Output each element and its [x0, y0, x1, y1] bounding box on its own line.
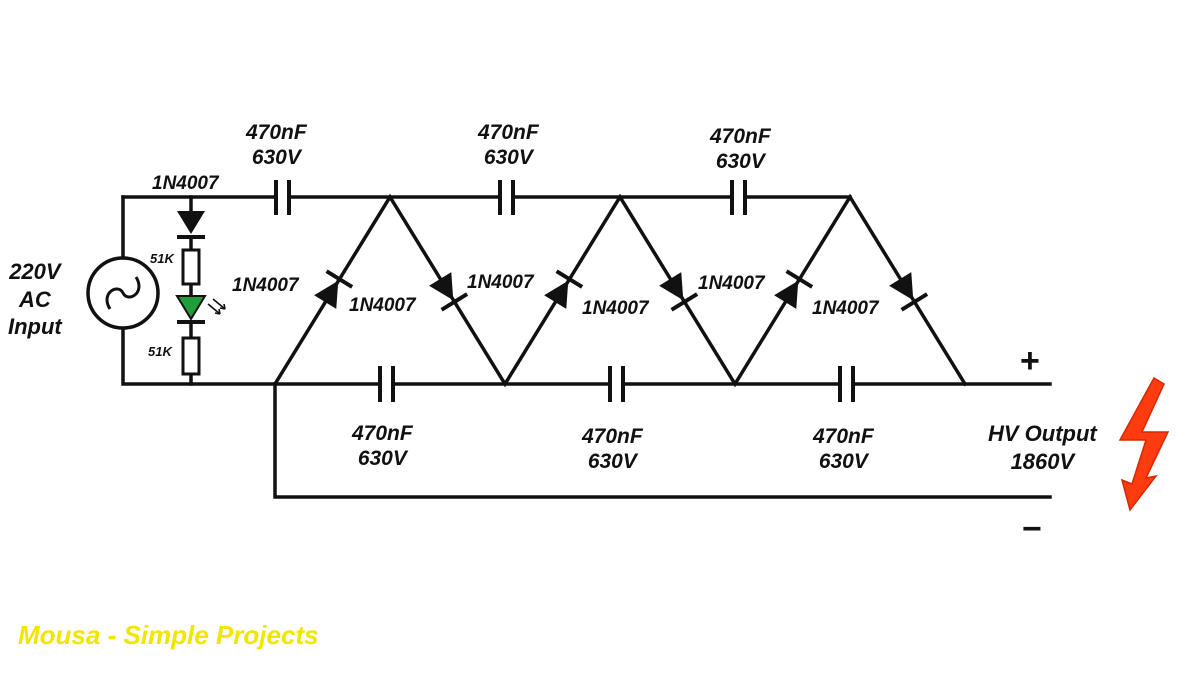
diode-2-label: 1N4007: [349, 295, 416, 316]
diode-2: [429, 272, 469, 312]
led-branch-diode: [177, 211, 205, 239]
cap-top-2-value: 470nF: [478, 121, 539, 144]
source-voltage: 220V: [9, 259, 61, 284]
cap-bottom-1-plates: [378, 366, 395, 402]
resistor-top: [181, 248, 201, 286]
cap-bottom-1-voltage: 630V: [357, 447, 407, 471]
diode-5-label: 1N4007: [698, 273, 765, 294]
cap-top-2-plates: [498, 180, 515, 215]
diode-6-label: 1N4007: [812, 298, 879, 319]
cap-top-3-plates: [730, 180, 747, 215]
resistor-bottom: [181, 336, 201, 376]
led-branch-diode-label: 1N4007: [152, 173, 219, 194]
diode-6: [889, 272, 929, 312]
cap-top-1-label: 470nF 630V: [246, 120, 307, 170]
cap-top-2-voltage: 630V: [483, 146, 533, 170]
diode-1-label: 1N4007: [232, 275, 299, 296]
source-bottom-wire: [121, 326, 277, 386]
cap-top-2-label: 470nF 630V: [478, 120, 539, 170]
cap-top-3-label: 470nF 630V: [710, 124, 771, 174]
ground-return-wire: [273, 382, 1052, 499]
diode-5: [774, 269, 814, 309]
cap-bottom-2-plates: [608, 366, 625, 402]
cap-bottom-1-value: 470nF: [352, 422, 413, 445]
cap-bottom-1-label: 470nF 630V: [352, 421, 413, 471]
source-type: AC: [18, 286, 51, 312]
cap-top-1-plates: [274, 180, 291, 215]
resistor-bottom-label: 51K: [148, 344, 172, 359]
resistor-top-label: 51K: [150, 251, 174, 266]
ac-sine-icon: [105, 276, 141, 310]
cap-top-3-voltage: 630V: [715, 150, 765, 174]
diode-3: [544, 269, 584, 309]
ac-source-label: 220V AC Input: [8, 258, 62, 341]
diode-4: [659, 272, 699, 312]
hv-output-label: HV Output 1860V: [988, 420, 1097, 475]
diode-1: [314, 269, 354, 309]
led-indicator: [175, 295, 226, 324]
cap-top-1-voltage: 630V: [251, 146, 301, 170]
cap-bottom-2-value: 470nF: [582, 425, 643, 448]
cap-bottom-3-plates: [838, 366, 855, 402]
hv-output-caption: HV Output: [988, 421, 1097, 446]
cap-bottom-2-voltage: 630V: [587, 450, 637, 474]
hv-output-voltage: 1860V: [1010, 448, 1075, 474]
output-plus-sign: +: [1020, 342, 1040, 380]
lightning-bolt-icon: [1118, 376, 1170, 512]
diode-4-label: 1N4007: [582, 298, 649, 319]
cap-top-1-value: 470nF: [246, 121, 307, 144]
cap-bottom-3-value: 470nF: [813, 425, 874, 448]
cap-top-3-value: 470nF: [710, 125, 771, 148]
diode-chain-wire: [272, 193, 968, 388]
cap-bottom-2-label: 470nF 630V: [582, 424, 643, 474]
cap-bottom-3-label: 470nF 630V: [813, 424, 874, 474]
source-caption: Input: [8, 314, 62, 339]
brand-watermark: Mousa - Simple Projects: [18, 620, 319, 650]
output-minus-sign: −: [1022, 510, 1042, 548]
cap-bottom-3-voltage: 630V: [818, 450, 868, 474]
diode-3-label: 1N4007: [467, 272, 534, 293]
